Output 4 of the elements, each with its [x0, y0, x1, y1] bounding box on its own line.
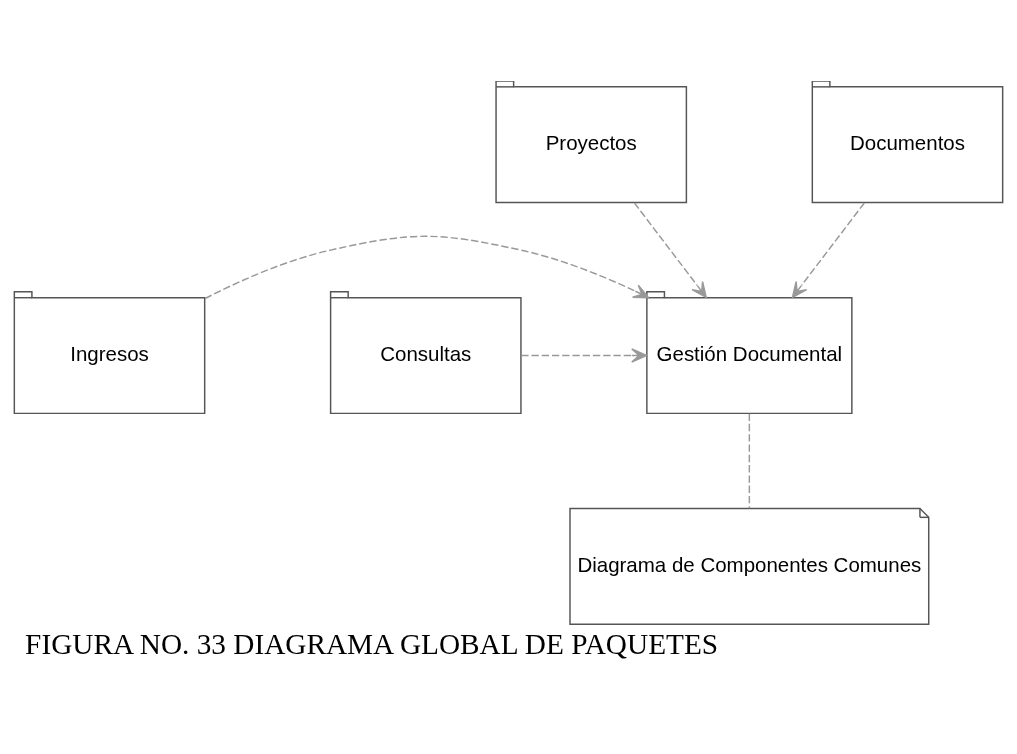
connector — [748, 412, 751, 509]
arrow — [520, 347, 648, 363]
arrow — [791, 201, 865, 298]
caption: FIGURA NO. 33 DIAGRAMA GLOBAL DE PAQUETES — [25, 627, 719, 659]
